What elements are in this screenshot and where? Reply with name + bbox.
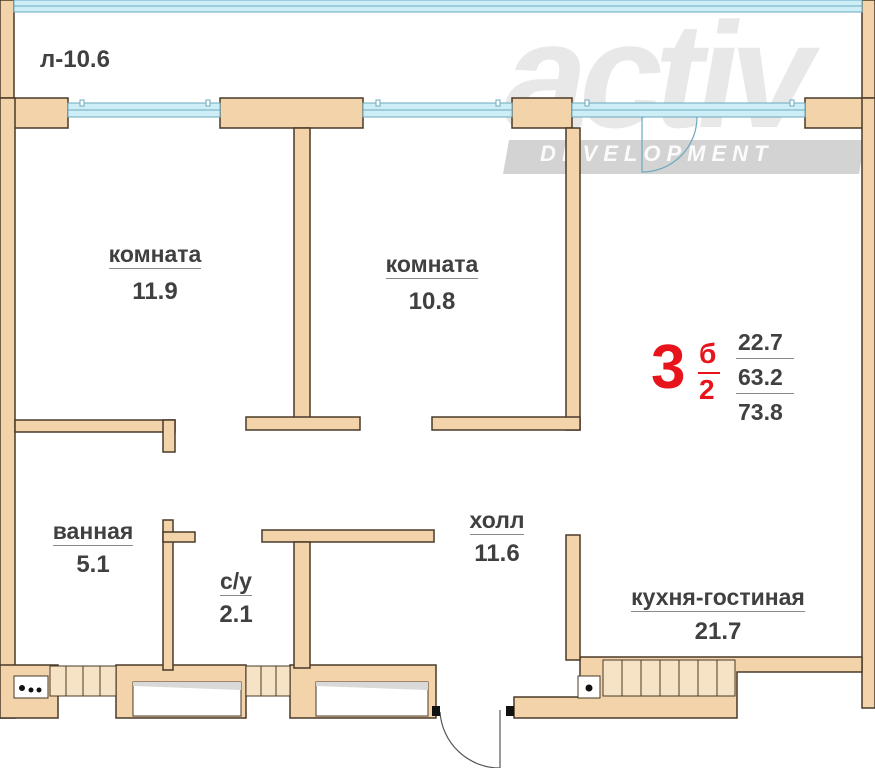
wall-partition bbox=[293, 127, 311, 419]
room-label: с/у bbox=[220, 568, 252, 596]
stat-divider bbox=[736, 393, 794, 394]
balcony-wall-right bbox=[861, 0, 875, 109]
riser-dot bbox=[19, 685, 25, 691]
usable-area: 63.2 bbox=[738, 364, 783, 390]
room-area: 11.9 bbox=[132, 278, 178, 305]
rooms-count: 3 bbox=[651, 333, 686, 402]
wall-partition bbox=[14, 419, 176, 433]
room-area: 11.6 bbox=[474, 540, 520, 567]
variant-divider bbox=[698, 372, 720, 374]
variant-top: б bbox=[699, 338, 717, 369]
wall-right bbox=[861, 97, 875, 709]
room-label: комната bbox=[385, 251, 479, 279]
balcony-wall-left bbox=[0, 0, 15, 109]
wall-partition bbox=[565, 127, 581, 431]
wall-partition bbox=[565, 534, 581, 661]
room-label: холл bbox=[469, 507, 525, 535]
room-area: 2.1 bbox=[219, 601, 253, 628]
wall-pier bbox=[511, 97, 573, 129]
wall-partition bbox=[162, 531, 196, 543]
riser-dot bbox=[28, 687, 34, 693]
riser-dot bbox=[585, 684, 593, 692]
vent-grille bbox=[602, 659, 736, 697]
balcony-door-swing bbox=[641, 116, 698, 173]
room-label: ванная bbox=[52, 518, 134, 546]
wall-partition bbox=[162, 419, 176, 453]
riser-dot bbox=[36, 687, 42, 693]
room-area: 21.7 bbox=[694, 618, 742, 645]
room-label: кухня-гостиная bbox=[631, 584, 805, 612]
wall-pier bbox=[219, 97, 364, 129]
wall-partition bbox=[261, 529, 435, 543]
wall-left bbox=[0, 97, 16, 719]
variant-bottom: 2 bbox=[699, 374, 715, 405]
living-area: 22.7 bbox=[738, 329, 783, 355]
total-area: 73.8 bbox=[738, 399, 783, 425]
room-area: 10.8 bbox=[408, 288, 456, 315]
wall-partition bbox=[431, 416, 581, 431]
balcony-label: л-10.6 bbox=[40, 46, 110, 73]
entrance-door bbox=[439, 710, 501, 768]
room-area: 5.1 bbox=[76, 551, 110, 578]
vent-grille bbox=[245, 665, 291, 697]
wall-partition bbox=[245, 416, 361, 431]
room-label: комната bbox=[108, 241, 202, 269]
wall-partition bbox=[293, 541, 311, 669]
stat-divider bbox=[736, 358, 794, 359]
logo-tagline: DEVELOPMENT bbox=[540, 141, 774, 166]
wall-partition bbox=[162, 519, 174, 671]
